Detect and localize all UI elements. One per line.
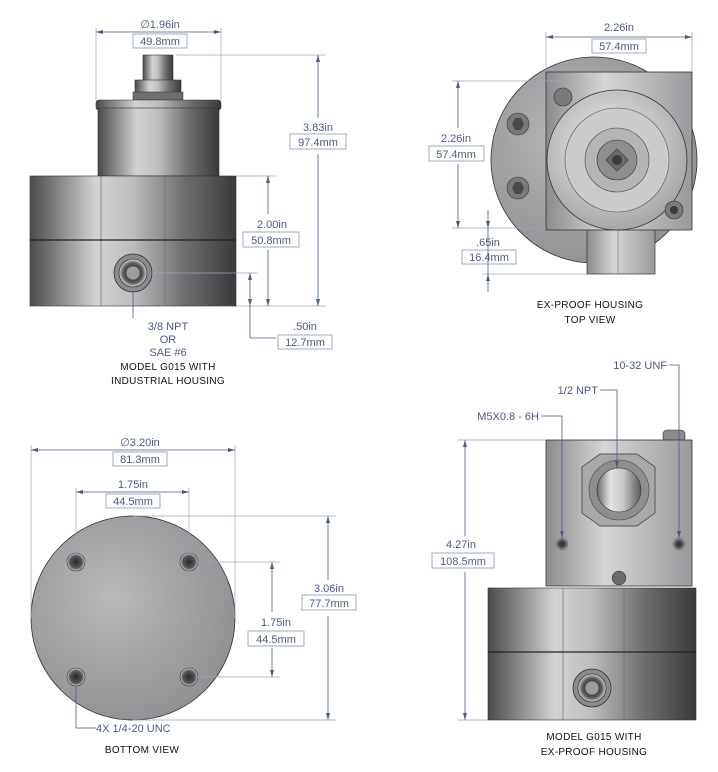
bottom-hole-w-in: 1.75in <box>118 479 148 491</box>
exproof-view: 4.27in 108.5mm 10-32 UNF 1/2 NPT M5X0.8 … <box>431 360 697 758</box>
top-height-dimension: 2.26in 57.4mm <box>428 80 560 229</box>
industrial-port-label-1: 3/8 NPT <box>148 321 189 333</box>
bottom-height-mm: 77.7mm <box>309 598 349 610</box>
top-width-dimension: 2.26in 57.4mm <box>545 22 693 72</box>
industrial-height-in: 3.83in <box>303 122 333 134</box>
industrial-body-height-dimension: 2.00in 50.8mm <box>236 175 300 306</box>
exproof-caption-2: EX-PROOF HOUSING <box>541 747 647 758</box>
bottom-diameter-in: ∅3.20in <box>120 437 160 449</box>
industrial-stem <box>132 54 184 101</box>
industrial-port-label-3: SAE #6 <box>149 347 186 359</box>
industrial-caption-2: INDUSTRIAL HOUSING <box>111 376 225 387</box>
bottom-height-in: 3.06in <box>314 583 344 595</box>
exproof-leaders <box>541 364 681 538</box>
bottom-diameter-dimension: ∅3.20in 81.3mm <box>30 437 236 618</box>
industrial-diameter-in: ∅1.96in <box>140 19 180 31</box>
exproof-m5-label: M5X0.8 - 6H <box>477 411 539 423</box>
top-height-in: 2.26in <box>441 133 471 145</box>
industrial-body-height-mm: 50.8mm <box>251 235 291 247</box>
exproof-height-mm: 108.5mm <box>440 556 486 568</box>
bottom-disc <box>30 515 236 721</box>
bottom-caption: BOTTOM VIEW <box>105 745 179 756</box>
industrial-caption-1: MODEL G015 WITH <box>120 362 215 373</box>
top-caption-1: EX-PROOF HOUSING <box>537 300 643 311</box>
industrial-port-offset-dimension: .50in 12.7mm <box>152 272 333 350</box>
industrial-diameter-mm: 49.8mm <box>140 36 180 48</box>
top-view: 2.26in 57.4mm 2.26in 57.4mm .65in 16.4mm… <box>428 22 698 326</box>
exproof-caption-1: MODEL G015 WITH <box>546 732 641 743</box>
industrial-view: ∅1.96in 49.8mm 3.83in 97.4mm 2.00in 50.8 <box>29 19 347 387</box>
exproof-body <box>487 587 697 721</box>
bottom-hole-w-mm: 44.5mm <box>113 496 153 508</box>
bottom-diameter-mm: 81.3mm <box>120 454 160 466</box>
exproof-npt-label: 1/2 NPT <box>558 385 599 397</box>
top-width-in: 2.26in <box>604 22 634 34</box>
top-offset-dimension: .65in 16.4mm <box>461 210 587 292</box>
top-height-mm: 57.4mm <box>436 149 476 161</box>
bottom-height-dimension: 3.06in 77.7mm <box>133 515 358 721</box>
industrial-port-label-2: OR <box>160 334 177 346</box>
top-view-body <box>490 56 698 275</box>
bottom-hole-spacing-v: 1.75in 44.5mm <box>198 561 305 678</box>
bottom-holes-label: 4X 1/4-20 UNC <box>96 723 171 735</box>
exproof-block <box>545 429 693 587</box>
top-offset-in: .65in <box>476 237 500 249</box>
exproof-height-dimension: 4.27in 108.5mm <box>431 439 546 721</box>
bottom-hole-h-in: 1.75in <box>261 617 291 629</box>
industrial-cap <box>95 99 222 177</box>
industrial-height-dimension: 3.83in 97.4mm <box>176 54 347 307</box>
top-caption-2: TOP VIEW <box>565 315 616 326</box>
bottom-hole-h-mm: 44.5mm <box>256 634 296 646</box>
bottom-view: ∅3.20in 81.3mm 1.75in 44.5mm 1.75in 44.5… <box>30 437 358 756</box>
exproof-unf-label: 10-32 UNF <box>613 360 667 372</box>
exproof-height-in: 4.27in <box>446 539 476 551</box>
industrial-body-height-in: 2.00in <box>257 219 287 231</box>
bottom-holes-leader <box>75 686 96 729</box>
top-width-mm: 57.4mm <box>599 41 639 53</box>
industrial-diameter-dimension: ∅1.96in 49.8mm <box>95 19 222 100</box>
industrial-port-offset-in: .50in <box>293 321 317 333</box>
industrial-port <box>113 253 153 293</box>
bottom-hole-spacing-h: 1.75in 44.5mm <box>75 479 190 553</box>
industrial-height-mm: 97.4mm <box>298 137 338 149</box>
industrial-port-offset-mm: 12.7mm <box>285 337 325 349</box>
top-offset-mm: 16.4mm <box>469 252 509 264</box>
